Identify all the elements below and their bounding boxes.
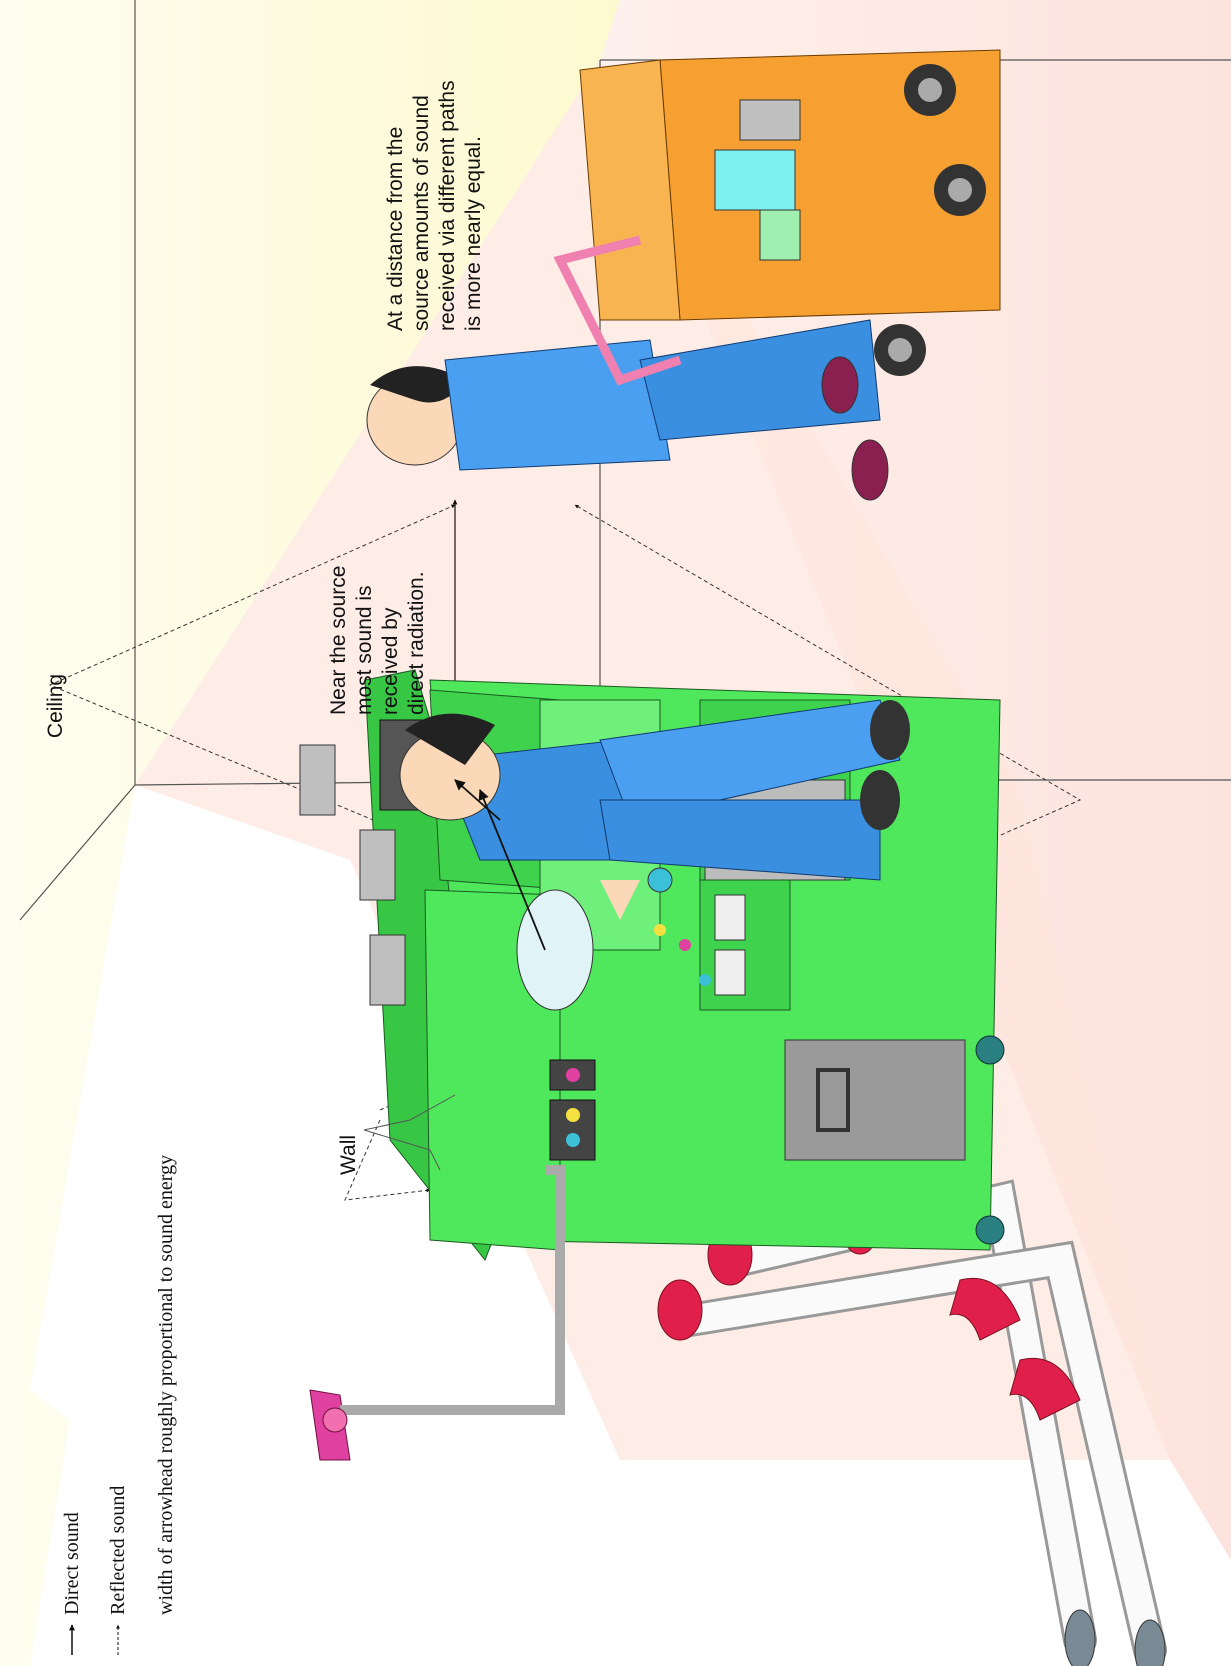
svg-text:most sound is: most sound is [353,585,376,715]
legend-note: width of arrowhead roughly proportional … [155,1155,177,1615]
legend: Direct sound Reflected sound width of ar… [61,1155,177,1655]
legend-reflected-label: Reflected sound [107,1486,129,1615]
svg-text:is more nearly equal.: is more nearly equal. [462,136,485,331]
legend-direct-label: Direct sound [61,1512,83,1615]
svg-text:received by: received by [379,607,402,715]
svg-text:At a distance from the: At a distance from the [384,127,407,331]
ceiling-label: Ceiling [44,674,67,738]
svg-text:direct radiation.: direct radiation. [405,571,428,715]
svg-text:Near the source: Near the source [327,566,350,715]
wall-label: Wall [337,1135,360,1175]
svg-text:received via different paths: received via different paths [436,80,459,331]
svg-text:source amounts of sound: source amounts of sound [410,95,433,331]
